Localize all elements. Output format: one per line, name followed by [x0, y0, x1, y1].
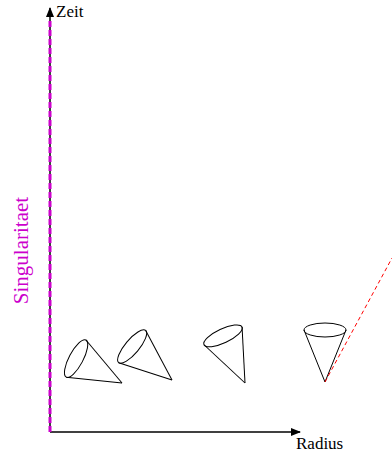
light-cone — [201, 321, 264, 392]
time-axis — [49, 8, 51, 432]
axis-label: Radius — [296, 435, 343, 452]
axis-label: Zeit — [56, 3, 83, 20]
light-cone — [304, 323, 346, 382]
singularity-label: Singularitaet — [12, 196, 33, 303]
singularity-line — [49, 20, 52, 432]
radius-axis — [50, 431, 300, 433]
light-cone — [60, 337, 132, 402]
light-ray — [325, 258, 392, 382]
light-cone — [113, 326, 185, 396]
